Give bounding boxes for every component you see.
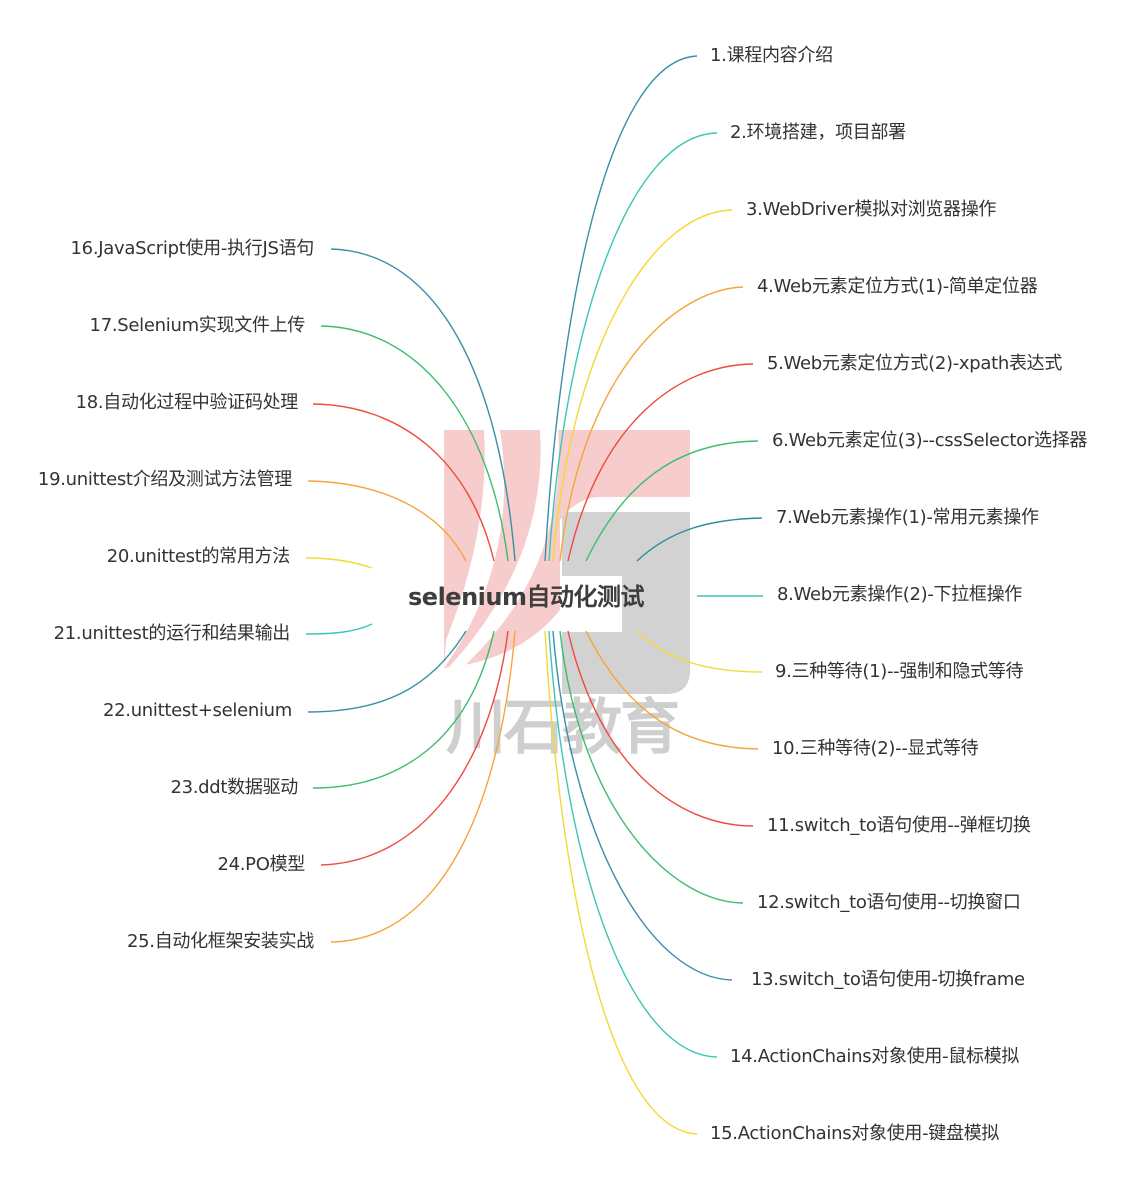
connector-4 — [559, 286, 744, 562]
connector-2 — [548, 132, 718, 562]
topic-node-18[interactable]: 18.自动化过程中验证码处理 — [75, 392, 299, 413]
connector-23 — [312, 630, 495, 789]
watermark-white-stroke — [448, 430, 559, 668]
connector-22 — [307, 630, 467, 713]
watermark-gray-block — [562, 512, 690, 694]
connector-9 — [636, 630, 763, 673]
topic-node-12[interactable]: 12.switch_to语句使用--切换窗口 — [757, 892, 1021, 913]
topic-node-19[interactable]: 19.unittest介绍及测试方法管理 — [37, 469, 292, 490]
connector-17 — [320, 325, 509, 562]
connector-11 — [567, 630, 754, 827]
connector-15 — [544, 630, 698, 1135]
topic-node-13[interactable]: 13.switch_to语句使用-切换frame — [751, 969, 1025, 990]
topic-node-1[interactable]: 1.课程内容介绍 — [710, 45, 833, 66]
connector-20 — [305, 557, 373, 569]
watermark-white-stroke — [444, 430, 505, 668]
topic-node-24[interactable]: 24.PO模型 — [217, 854, 305, 875]
connector-7 — [636, 517, 763, 562]
central-topic[interactable]: selenium自动化测试 — [408, 583, 644, 611]
topic-node-17[interactable]: 17.Selenium实现文件上传 — [89, 315, 306, 336]
topic-node-21[interactable]: 21.unittest的运行和结果输出 — [53, 623, 291, 644]
connector-16 — [330, 248, 516, 562]
topic-node-14[interactable]: 14.ActionChains对象使用-鼠标模拟 — [730, 1046, 1020, 1067]
connector-6 — [585, 440, 759, 562]
connector-24 — [320, 630, 509, 866]
topic-node-2[interactable]: 2.环境搭建，项目部署 — [730, 122, 906, 143]
topic-node-20[interactable]: 20.unittest的常用方法 — [106, 546, 291, 567]
topic-node-3[interactable]: 3.WebDriver模拟对浏览器操作 — [746, 199, 997, 220]
topic-node-16[interactable]: 16.JavaScript使用-执行JS语句 — [70, 238, 315, 259]
connector-21 — [305, 623, 373, 635]
connector-13 — [552, 630, 733, 981]
connector-19 — [307, 480, 467, 562]
topic-node-10[interactable]: 10.三种等待(2)--显式等待 — [772, 738, 979, 759]
topic-node-22[interactable]: 22.unittest+selenium — [102, 700, 292, 721]
topic-node-15[interactable]: 15.ActionChains对象使用-键盘模拟 — [710, 1123, 1000, 1144]
watermark-white-square — [562, 576, 622, 632]
connector-10 — [585, 630, 759, 750]
topic-node-25[interactable]: 25.自动化框架安装实战 — [126, 931, 314, 952]
topic-node-9[interactable]: 9.三种等待(1)--强制和隐式等待 — [775, 661, 1024, 682]
connector-18 — [312, 403, 495, 562]
connector-14 — [548, 630, 718, 1058]
topic-node-23[interactable]: 23.ddt数据驱动 — [170, 777, 298, 798]
topic-node-4[interactable]: 4.Web元素定位方式(1)-简单定位器 — [757, 276, 1038, 297]
connector-3 — [552, 209, 733, 562]
connector-25 — [330, 630, 516, 943]
topic-node-11[interactable]: 11.switch_to语句使用--弹框切换 — [767, 815, 1031, 836]
connector-5 — [567, 363, 754, 562]
topic-node-7[interactable]: 7.Web元素操作(1)-常用元素操作 — [776, 507, 1039, 528]
connector-1 — [544, 55, 698, 562]
connector-12 — [559, 630, 744, 904]
topic-node-8[interactable]: 8.Web元素操作(2)-下拉框操作 — [777, 584, 1023, 605]
topic-node-5[interactable]: 5.Web元素定位方式(2)-xpath表达式 — [767, 353, 1063, 374]
topic-node-6[interactable]: 6.Web元素定位(3)--cssSelector选择器 — [772, 430, 1088, 451]
